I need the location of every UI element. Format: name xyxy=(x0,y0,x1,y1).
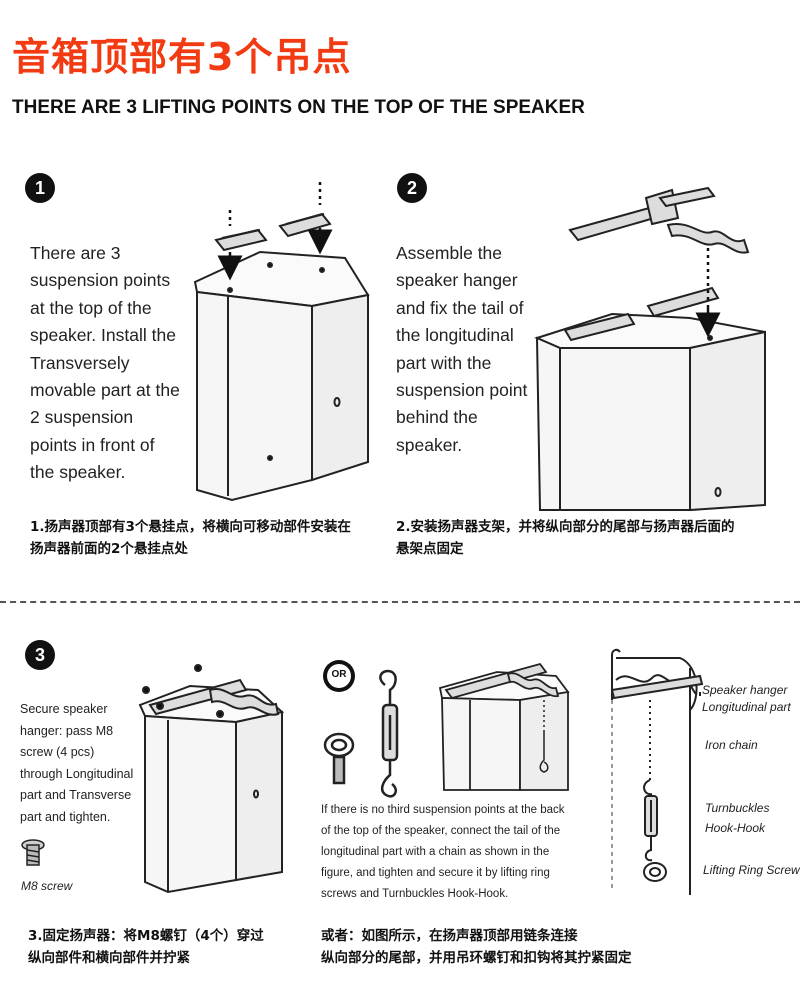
label-lifting-ring-screw: Lifting Ring Screw xyxy=(703,863,800,877)
alternative-text: If there is no third suspension points a… xyxy=(321,800,565,905)
caption-line: 2.安装扬声器支架，并将纵向部分的尾部与扬声器后面的 xyxy=(396,519,735,535)
page-title-en: THERE ARE 3 LIFTING POINTS ON THE TOP OF… xyxy=(12,97,585,118)
step-2-badge: 2 xyxy=(397,173,427,203)
text-line: longitudinal part with a chain as shown … xyxy=(321,846,550,858)
lifting-ring-screw-icon xyxy=(323,732,355,785)
text-line: movable part at the xyxy=(30,380,180,401)
caption-line: 悬架点固定 xyxy=(396,541,464,557)
step-2-text: Assemble the speaker hanger and fix the … xyxy=(396,240,527,459)
text-line: part and tighten. xyxy=(20,809,111,824)
or-label: OR xyxy=(331,669,347,680)
text-line: through Longitudinal xyxy=(20,766,134,781)
text-line: screws and Turnbuckles Hook-Hook. xyxy=(321,888,509,900)
text-line: behind the xyxy=(396,407,478,428)
text-line: speaker. Install the xyxy=(30,325,176,346)
section-divider xyxy=(0,601,800,603)
caption-line: 纵向部件和横向部件并拧紧 xyxy=(28,950,190,966)
step-1-badge: 1 xyxy=(25,173,55,203)
text-line: at the top of the xyxy=(30,297,152,318)
speaker-step3 xyxy=(138,684,285,894)
label-iron-chain: Iron chain xyxy=(705,738,758,752)
speaker-chain xyxy=(438,662,570,791)
text-line: points in front of xyxy=(30,434,155,455)
caption-line: 纵向部分的尾部，并用吊环螺钉和扣钩将其拧紧固定 xyxy=(321,950,632,966)
step-1-caption-cn: 1.扬声器顶部有3个悬挂点，将横向可移动部件安装在 扬声器前面的2个悬挂点处 xyxy=(30,516,351,560)
text-line: Assemble the xyxy=(396,243,503,263)
step-1-text: There are 3 suspension points at the top… xyxy=(30,240,180,487)
hanger-step3 xyxy=(142,664,280,718)
text-line: If there is no third suspension points a… xyxy=(321,804,565,816)
step-3-badge: 3 xyxy=(25,640,55,670)
transverse-part-step1 xyxy=(214,212,332,252)
caption-line: 或者：如图所示，在扬声器顶部用链条连接 xyxy=(321,928,578,944)
text-line: suspension point xyxy=(396,380,528,401)
text-line: speaker. xyxy=(396,434,463,455)
text-line: Secure speaker xyxy=(20,702,108,716)
text-line: the longitudinal xyxy=(396,325,514,346)
iron-chain-small xyxy=(539,700,549,773)
text-line: speaker hanger xyxy=(396,270,518,291)
text-line: part and Transverse xyxy=(20,788,132,802)
text-line: screw (4 pcs) xyxy=(20,745,95,759)
text-line: 2 suspension xyxy=(30,407,134,428)
arrow-step1 xyxy=(217,182,333,281)
turnbuckle-icon xyxy=(379,669,399,798)
text-line: part with the xyxy=(396,352,492,373)
text-line: the speaker. xyxy=(30,462,126,483)
step-3-caption-cn: 3.固定扬声器：将M8螺钉（4个）穿过 纵向部件和横向部件并拧紧 xyxy=(28,925,264,969)
step-3-text: Secure speaker hanger: pass M8 screw (4 … xyxy=(20,699,133,828)
text-line: and fix the tail of xyxy=(396,297,524,318)
speaker-step2 xyxy=(534,312,766,512)
text-line: suspension points xyxy=(30,270,171,291)
text-line: hanger: pass M8 xyxy=(20,723,114,738)
text-line: There are 3 xyxy=(30,243,121,263)
speaker-hanger-step2 xyxy=(563,186,750,342)
label-turnbuckles: Turnbuckles xyxy=(705,801,770,815)
text-line: figure, and tighten and secure it by lif… xyxy=(321,867,550,879)
text-line: of the top of the speaker, connect the t… xyxy=(321,825,561,837)
detail-inset xyxy=(610,648,704,895)
m8-screw-icon xyxy=(21,839,45,866)
caption-line: 扬声器前面的2个悬挂点处 xyxy=(30,541,188,557)
alternative-caption-cn: 或者：如图所示，在扬声器顶部用链条连接 纵向部分的尾部，并用吊环螺钉和扣钩将其拧… xyxy=(321,925,632,969)
speaker-step1 xyxy=(193,250,370,502)
label-speaker-hanger: Speaker hanger xyxy=(702,683,788,697)
or-badge xyxy=(323,660,355,692)
text-line: Transversely xyxy=(30,352,130,373)
caption-line: 1.扬声器顶部有3个悬挂点，将横向可移动部件安装在 xyxy=(30,519,351,535)
label-hook-hook: Hook-Hook xyxy=(705,821,766,835)
detail-chain xyxy=(643,700,667,882)
step-2-caption-cn: 2.安装扬声器支架，并将纵向部分的尾部与扬声器后面的 悬架点固定 xyxy=(396,516,735,560)
label-longitudinal-part: Longitudinal part xyxy=(702,700,791,714)
page-title-cn: 音箱顶部有3个吊点 xyxy=(12,35,352,79)
m8-screw-label: M8 screw xyxy=(21,879,73,893)
caption-line: 3.固定扬声器：将M8螺钉（4个）穿过 xyxy=(28,928,264,944)
